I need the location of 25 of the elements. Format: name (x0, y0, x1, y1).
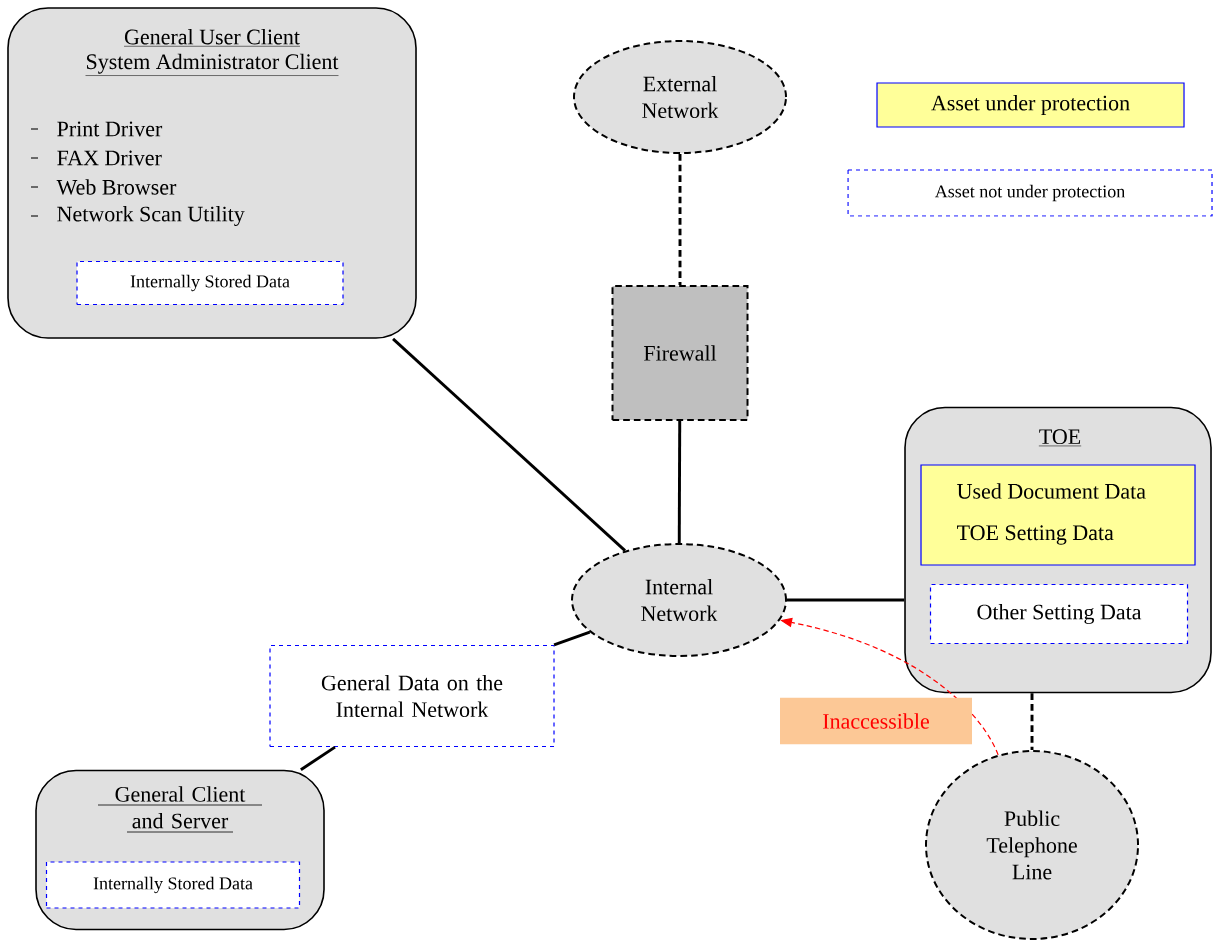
list-item: Print Driver (30, 121, 163, 137)
connector-line (677, 421, 682, 543)
firewall-box: Firewall (611, 285, 749, 421)
data-box: Internally Stored Data (45, 861, 301, 909)
connector-line (300, 745, 336, 771)
connector-line (678, 154, 682, 285)
data-box: General Data on the Internal Network (269, 644, 555, 748)
connector-line (553, 630, 591, 647)
edge-label: Inaccessible (780, 697, 972, 745)
heading: System Administrator Client (85, 53, 339, 76)
connector-line (1030, 693, 1034, 750)
heading: TOE (1038, 429, 1082, 447)
list-item: FAX Driver (30, 150, 162, 166)
list-item: Network Scan Utility (30, 206, 245, 226)
text: TOE Setting Data (957, 525, 1114, 545)
connector-line (787, 598, 905, 602)
legend-item: Asset under protection (876, 82, 1185, 128)
data-box: Other Setting Data (929, 583, 1189, 645)
heading: General Client and Server (97, 786, 263, 833)
heading: General User Client (123, 28, 301, 47)
legend-item: Asset not under protection (847, 169, 1213, 217)
data-box: Internally Stored Data (76, 260, 344, 306)
text: Used Document Data (957, 483, 1146, 499)
connector-line (392, 337, 626, 552)
list-item: Web Browser (30, 179, 177, 195)
